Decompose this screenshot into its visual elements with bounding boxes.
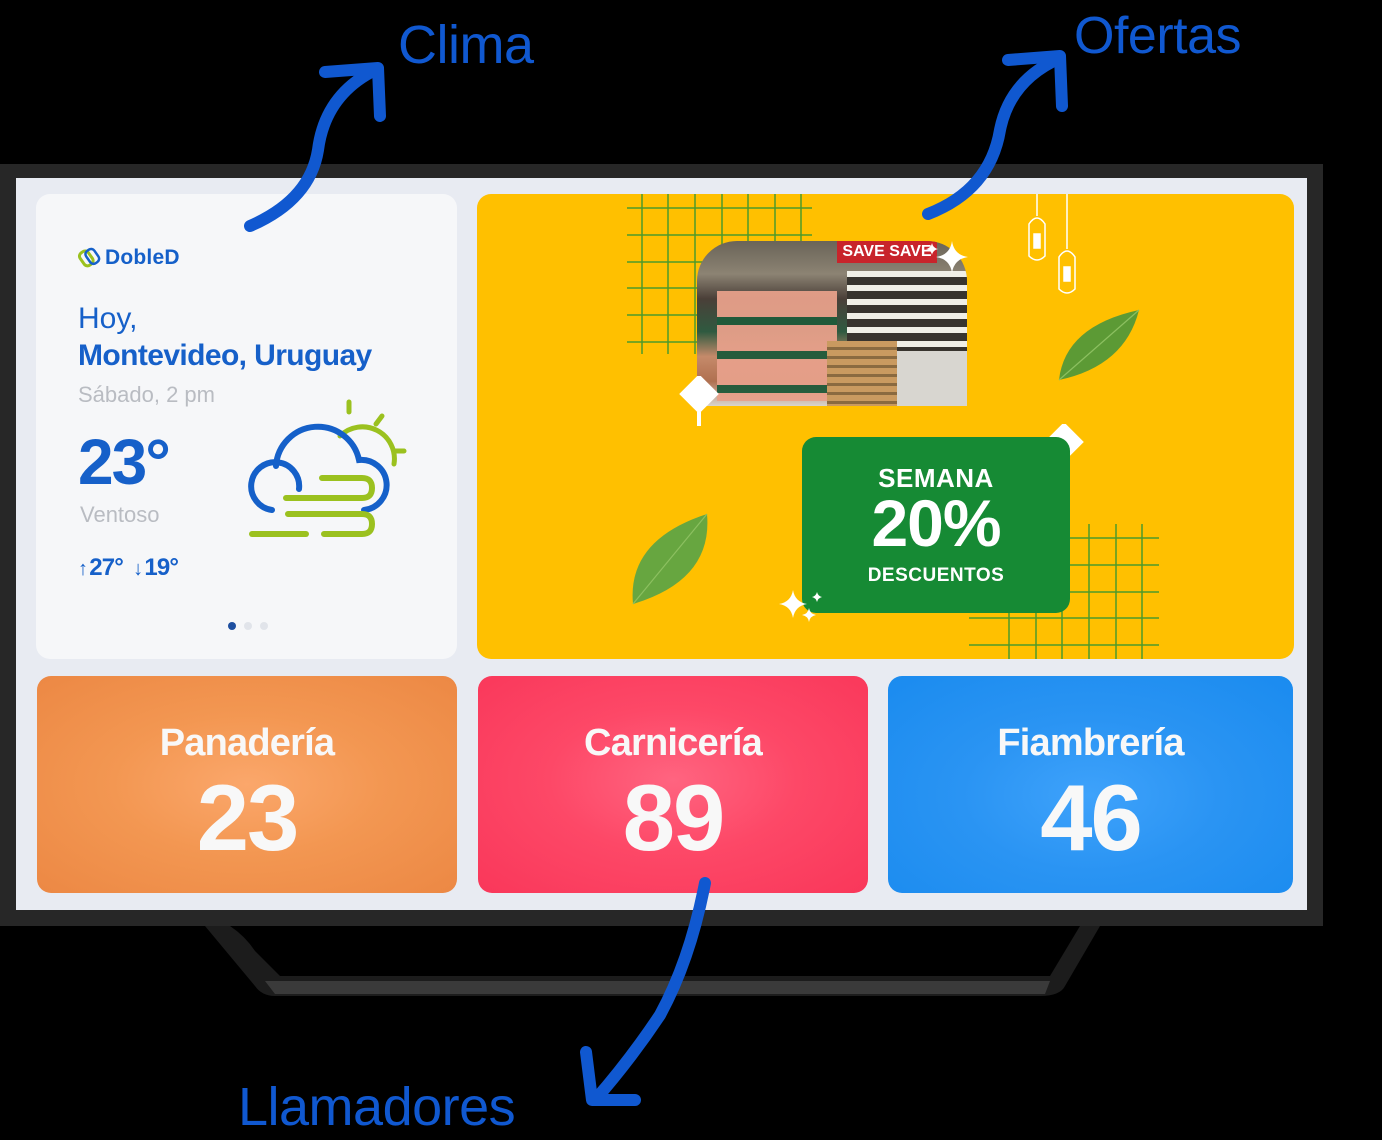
- badge-discount: 20%: [871, 486, 1001, 560]
- annotation-ofertas: Ofertas: [1074, 7, 1242, 65]
- sparkle-icon: [779, 590, 822, 622]
- datetime: Sábado, 2 pm: [78, 382, 215, 407]
- caller-name: Panadería: [159, 722, 335, 764]
- high-low-temps: ↑27° ↓19°: [78, 554, 179, 582]
- caller-number: 23: [196, 765, 300, 870]
- leaf-icon: [1058, 309, 1140, 381]
- discount-badge: SEMANA 20% DESCUENTOS: [802, 437, 1070, 613]
- windy-partly-cloudy-icon: [248, 399, 407, 537]
- dobled-logo-icon: [78, 247, 101, 268]
- ketupat-decoration-icon: [679, 376, 719, 426]
- supermarket-photo: SAVE SAVE: [697, 241, 967, 406]
- carousel-dot-1[interactable]: [228, 622, 236, 630]
- badge-line-3: DESCUENTOS: [867, 565, 1005, 586]
- arrow-up-icon: ↑: [78, 558, 88, 580]
- caller-card-panaderia: Panadería 23: [37, 676, 457, 893]
- greeting: Hoy,: [78, 302, 138, 335]
- caller-number: 46: [1040, 765, 1143, 870]
- location: Montevideo, Uruguay: [78, 339, 372, 372]
- carousel-indicator[interactable]: [228, 622, 268, 630]
- weather-card: DobleD Hoy, Montevideo, Uruguay Sábado, …: [36, 194, 457, 659]
- caller-card-fiambreria: Fiambrería 46: [888, 676, 1293, 893]
- caller-name: Fiambrería: [997, 722, 1184, 764]
- brand-logo: DobleD: [78, 246, 180, 270]
- tv-stand: [205, 926, 1100, 996]
- caller-card-carniceria: Carnicería 89: [478, 676, 868, 893]
- promo-banner: SAVE SAVE SEMANA 20% DESCUENTOS: [477, 194, 1294, 659]
- annotation-llamadores: Llamadores: [238, 1077, 516, 1137]
- arrow-down-icon: ↓: [133, 558, 143, 580]
- carousel-dot-2[interactable]: [244, 622, 252, 630]
- leaf-icon: [632, 513, 708, 605]
- low-temp: 19°: [144, 554, 179, 581]
- caller-number: 89: [622, 765, 726, 870]
- current-temperature: 23°: [78, 426, 171, 498]
- badge-line-1: SEMANA: [878, 463, 994, 493]
- weather-condition: Ventoso: [80, 502, 160, 527]
- annotation-clima: Clima: [398, 15, 534, 75]
- sparkle-icon: [926, 241, 968, 273]
- caller-name: Carnicería: [584, 722, 763, 764]
- lantern-icon: [1028, 194, 1076, 294]
- photo-sign: SAVE SAVE: [837, 241, 937, 263]
- brand-name: DobleD: [105, 246, 180, 269]
- carousel-dot-3[interactable]: [260, 622, 268, 630]
- high-temp: 27°: [89, 554, 124, 581]
